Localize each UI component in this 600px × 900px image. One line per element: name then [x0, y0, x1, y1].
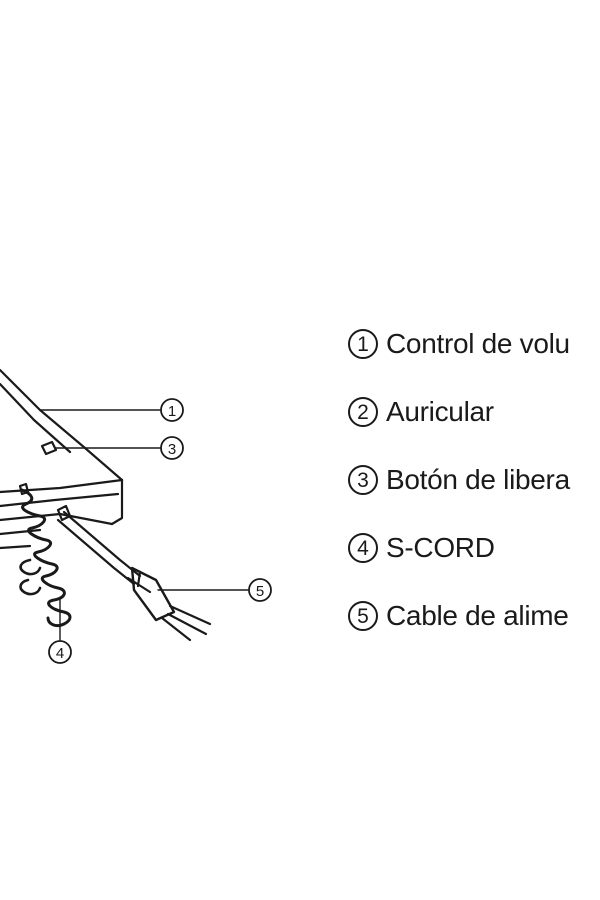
legend-label-3: Botón de libera [386, 464, 570, 495]
legend-number-1: 1 [348, 329, 378, 359]
callout-5-number: 5 [256, 583, 264, 600]
callout-5: 5 [248, 578, 272, 602]
legend-number-4: 4 [348, 533, 378, 563]
parts-legend: 1 Control de volu 2 Auricular 3 Botón de… [348, 310, 600, 650]
legend-number-3: 3 [348, 465, 378, 495]
coiled-cord [20, 488, 72, 628]
legend-item-1: 1 Control de volu [348, 310, 600, 378]
callout-1-number: 1 [168, 403, 176, 420]
legend-label-1: Control de volu [386, 328, 570, 359]
callout-4-number: 4 [56, 645, 64, 662]
legend-number-5: 5 [348, 601, 378, 631]
legend-number-2: 2 [348, 397, 378, 427]
power-cable [56, 510, 212, 642]
legend-label-4: S-CORD [386, 532, 495, 563]
callout-3-number: 3 [168, 441, 176, 458]
legend-item-5: 5 Cable de alime [348, 582, 600, 650]
legend-label-2: Auricular [386, 396, 494, 427]
legend-item-3: 3 Botón de libera [348, 446, 600, 514]
callout-1: 1 [160, 398, 184, 422]
device-body [0, 368, 124, 550]
callout-3: 3 [160, 436, 184, 460]
callout-4: 4 [48, 640, 72, 664]
legend-item-4: 4 S-CORD [348, 514, 600, 582]
release-button [40, 440, 58, 456]
legend-item-2: 2 Auricular [348, 378, 600, 446]
legend-label-5: Cable de alime [386, 600, 569, 631]
